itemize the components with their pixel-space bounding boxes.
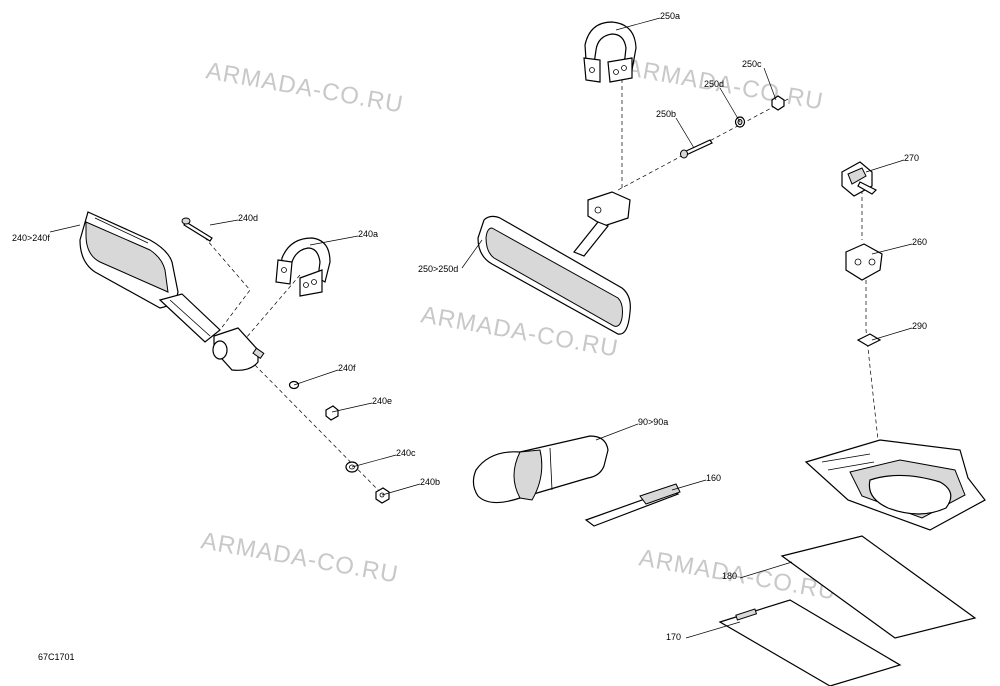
mirror-edge-line — [94, 217, 149, 244]
label-170: 170 — [666, 632, 681, 642]
label-260: 260 — [912, 237, 927, 247]
label-250c: 250c — [742, 59, 762, 69]
rearview-mirror-assembly — [477, 21, 791, 335]
nut-240e — [325, 405, 339, 421]
watermark-1: ARMADA-CO.RU — [204, 57, 406, 118]
leader-lines — [49, 17, 913, 639]
label-240e: 240e — [372, 396, 392, 406]
rearview-mirror-glass — [485, 227, 623, 327]
mount-hole — [594, 206, 602, 214]
assembly-line-250b — [617, 97, 791, 191]
connector-260 — [845, 243, 883, 281]
label-160: 160 — [706, 473, 721, 483]
cover-90 — [472, 435, 609, 504]
manual-170 — [718, 599, 902, 686]
rearview-mount — [587, 191, 631, 227]
tool-160 — [584, 483, 681, 527]
console-cup-holder — [868, 474, 952, 515]
clamp-240a — [275, 237, 331, 297]
side-mirror-glass — [85, 221, 169, 293]
tray-rib-1 — [821, 453, 871, 463]
label-250a: 250a — [660, 11, 680, 21]
callout-labels: 240>240f 240d 240a 240f 240e 240c 240b 2… — [12, 11, 927, 662]
label-240f: 240f — [338, 363, 356, 373]
label-240a: 240a — [358, 229, 378, 239]
accessories — [472, 435, 977, 686]
label-240c: 240c — [396, 448, 416, 458]
nut-240b — [375, 487, 390, 504]
console-assembly — [804, 161, 986, 531]
label-240d: 240d — [238, 213, 258, 223]
assembly-line-nuts — [249, 359, 386, 498]
assembly-line-clamp — [239, 274, 301, 346]
label-250b: 250b — [656, 109, 676, 119]
mount-pivot — [212, 340, 228, 360]
clip-290 — [856, 333, 882, 347]
label-180: 180 — [722, 571, 737, 581]
tray-rib-2 — [827, 461, 875, 471]
assembly-line-bolt — [199, 231, 251, 331]
label-240-240f: 240>240f — [12, 233, 50, 243]
assembly-line-260 — [865, 280, 879, 441]
mount-stud — [252, 347, 265, 360]
label-250-250d: 250>250d — [418, 264, 458, 274]
bolt-250b — [680, 139, 713, 159]
label-270: 270 — [904, 153, 919, 163]
diagram-id-label: 67C1701 — [38, 652, 75, 662]
watermark-4: ARMADA-CO.RU — [199, 527, 401, 588]
side-mirror-assembly — [79, 211, 390, 504]
watermark-2: ARMADA-CO.RU — [624, 54, 826, 115]
watermarks: ARMADA-CO.RU ARMADA-CO.RU ARMADA-CO.RU A… — [199, 54, 839, 605]
clamp-250a — [583, 21, 637, 83]
document-180 — [780, 535, 977, 639]
bolt-240d — [181, 217, 213, 242]
arm-detail — [169, 299, 211, 337]
label-240b: 240b — [420, 477, 440, 487]
nut-250c — [771, 95, 785, 111]
label-290: 290 — [912, 321, 927, 331]
label-90-90a: 90>90a — [638, 417, 668, 427]
switch-270 — [841, 161, 878, 197]
rearview-stem — [573, 221, 609, 257]
label-250d: 250d — [704, 79, 724, 89]
